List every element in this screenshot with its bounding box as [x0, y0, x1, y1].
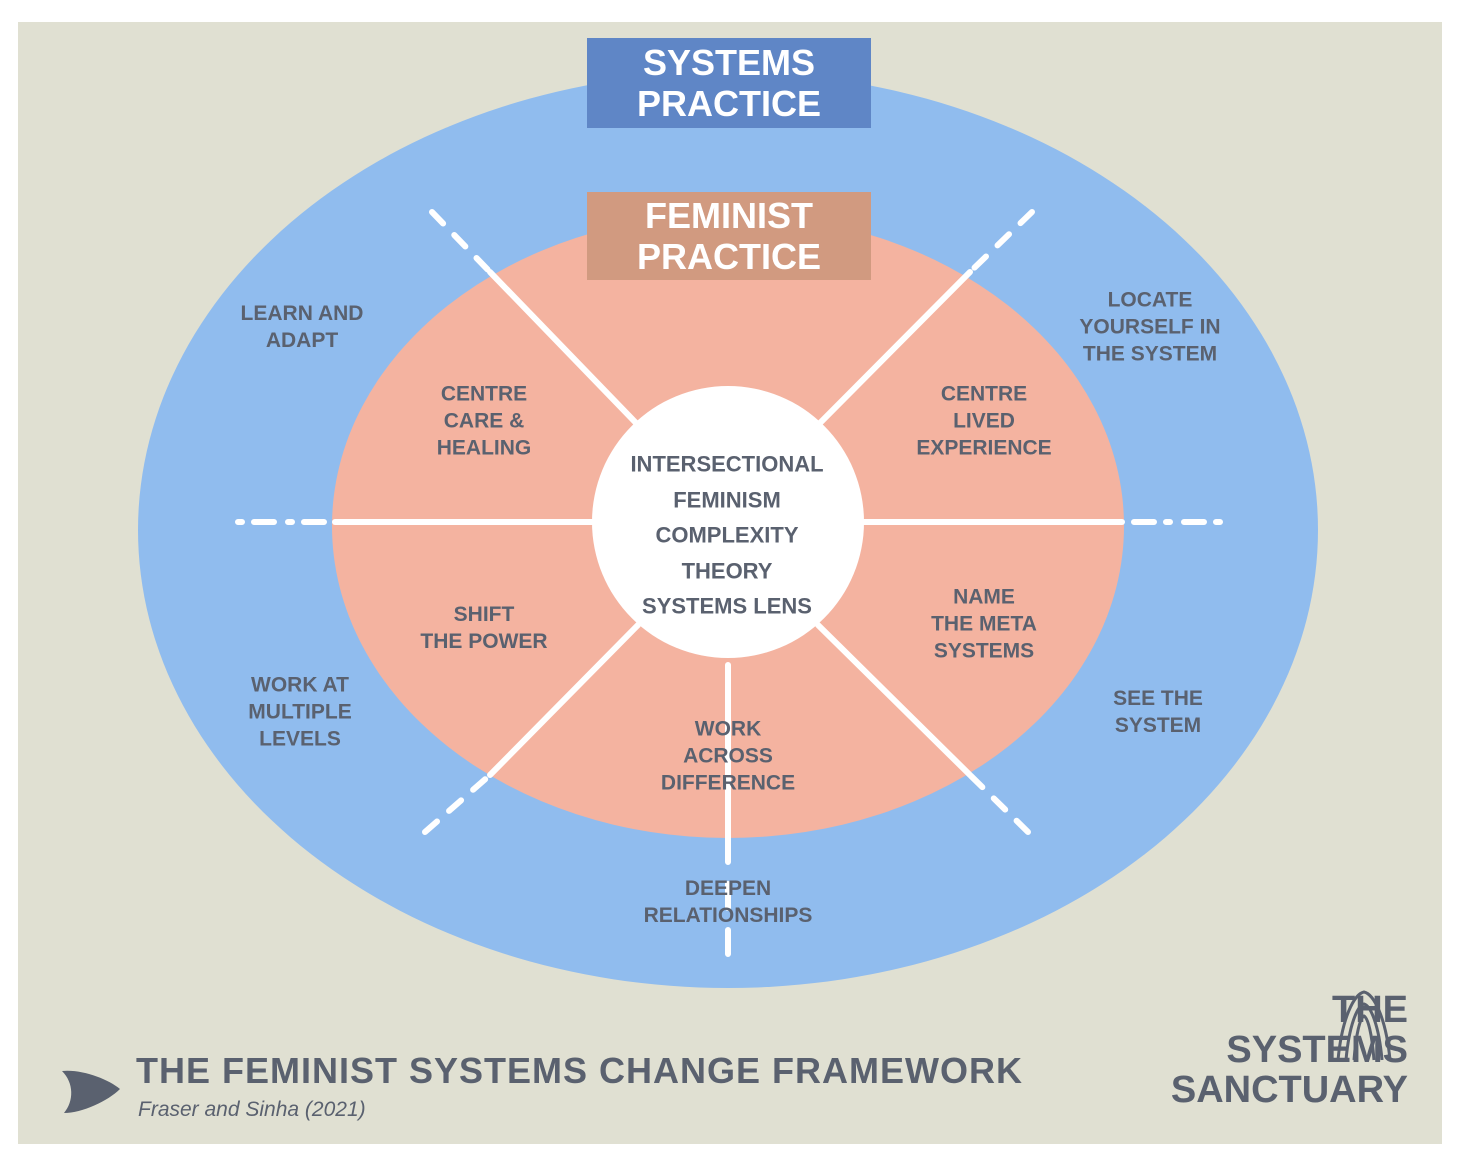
framework-citation: Fraser and Sinha (2021): [138, 1098, 366, 1121]
core-lens-text: INTERSECTIONAL FEMINISM COMPLEXITY THEOR…: [630, 451, 824, 619]
systems-practice-title: SYSTEMS PRACTICE: [636, 42, 821, 124]
label-work-at-multiple-levels: WORK AT MULTIPLE LEVELS: [248, 673, 352, 751]
outer-dashed-lines: [235, 209, 1223, 963]
label-learn-and-adapt: LEARN AND ADAPT: [240, 302, 364, 352]
label-centre-care: CENTRE CARE & HEALING: [436, 382, 532, 460]
label-see-the-system: SEE THE SYSTEM: [1113, 687, 1203, 737]
label-centre-lived-experience: CENTRE LIVED EXPERIENCE: [916, 382, 1052, 460]
framework-title: THE FEMINIST SYSTEMS CHANGE FRAMEWORK: [136, 1050, 1024, 1091]
leaf-arrow-icon: [62, 1070, 120, 1113]
systems-practice-box: [587, 38, 871, 128]
label-locate-yourself: LOCATE YOURSELF IN THE SYSTEM: [1079, 288, 1221, 366]
label-deepen-relationships: DEEPEN RELATIONSHIPS: [643, 877, 813, 927]
feminist-practice-title: FEMINIST PRACTICE: [636, 195, 821, 277]
label-work-across-difference: WORK ACROSS DIFFERENCE: [660, 717, 796, 795]
label-name-meta-systems: NAME THE META SYSTEMS: [931, 585, 1037, 663]
arches-icon: [1336, 990, 1392, 1061]
feminist-practice-box: [587, 192, 871, 280]
inner-divider-lines: [332, 269, 1125, 841]
label-shift-the-power: SHIFT THE POWER: [420, 603, 548, 653]
core-circle: [592, 386, 864, 658]
